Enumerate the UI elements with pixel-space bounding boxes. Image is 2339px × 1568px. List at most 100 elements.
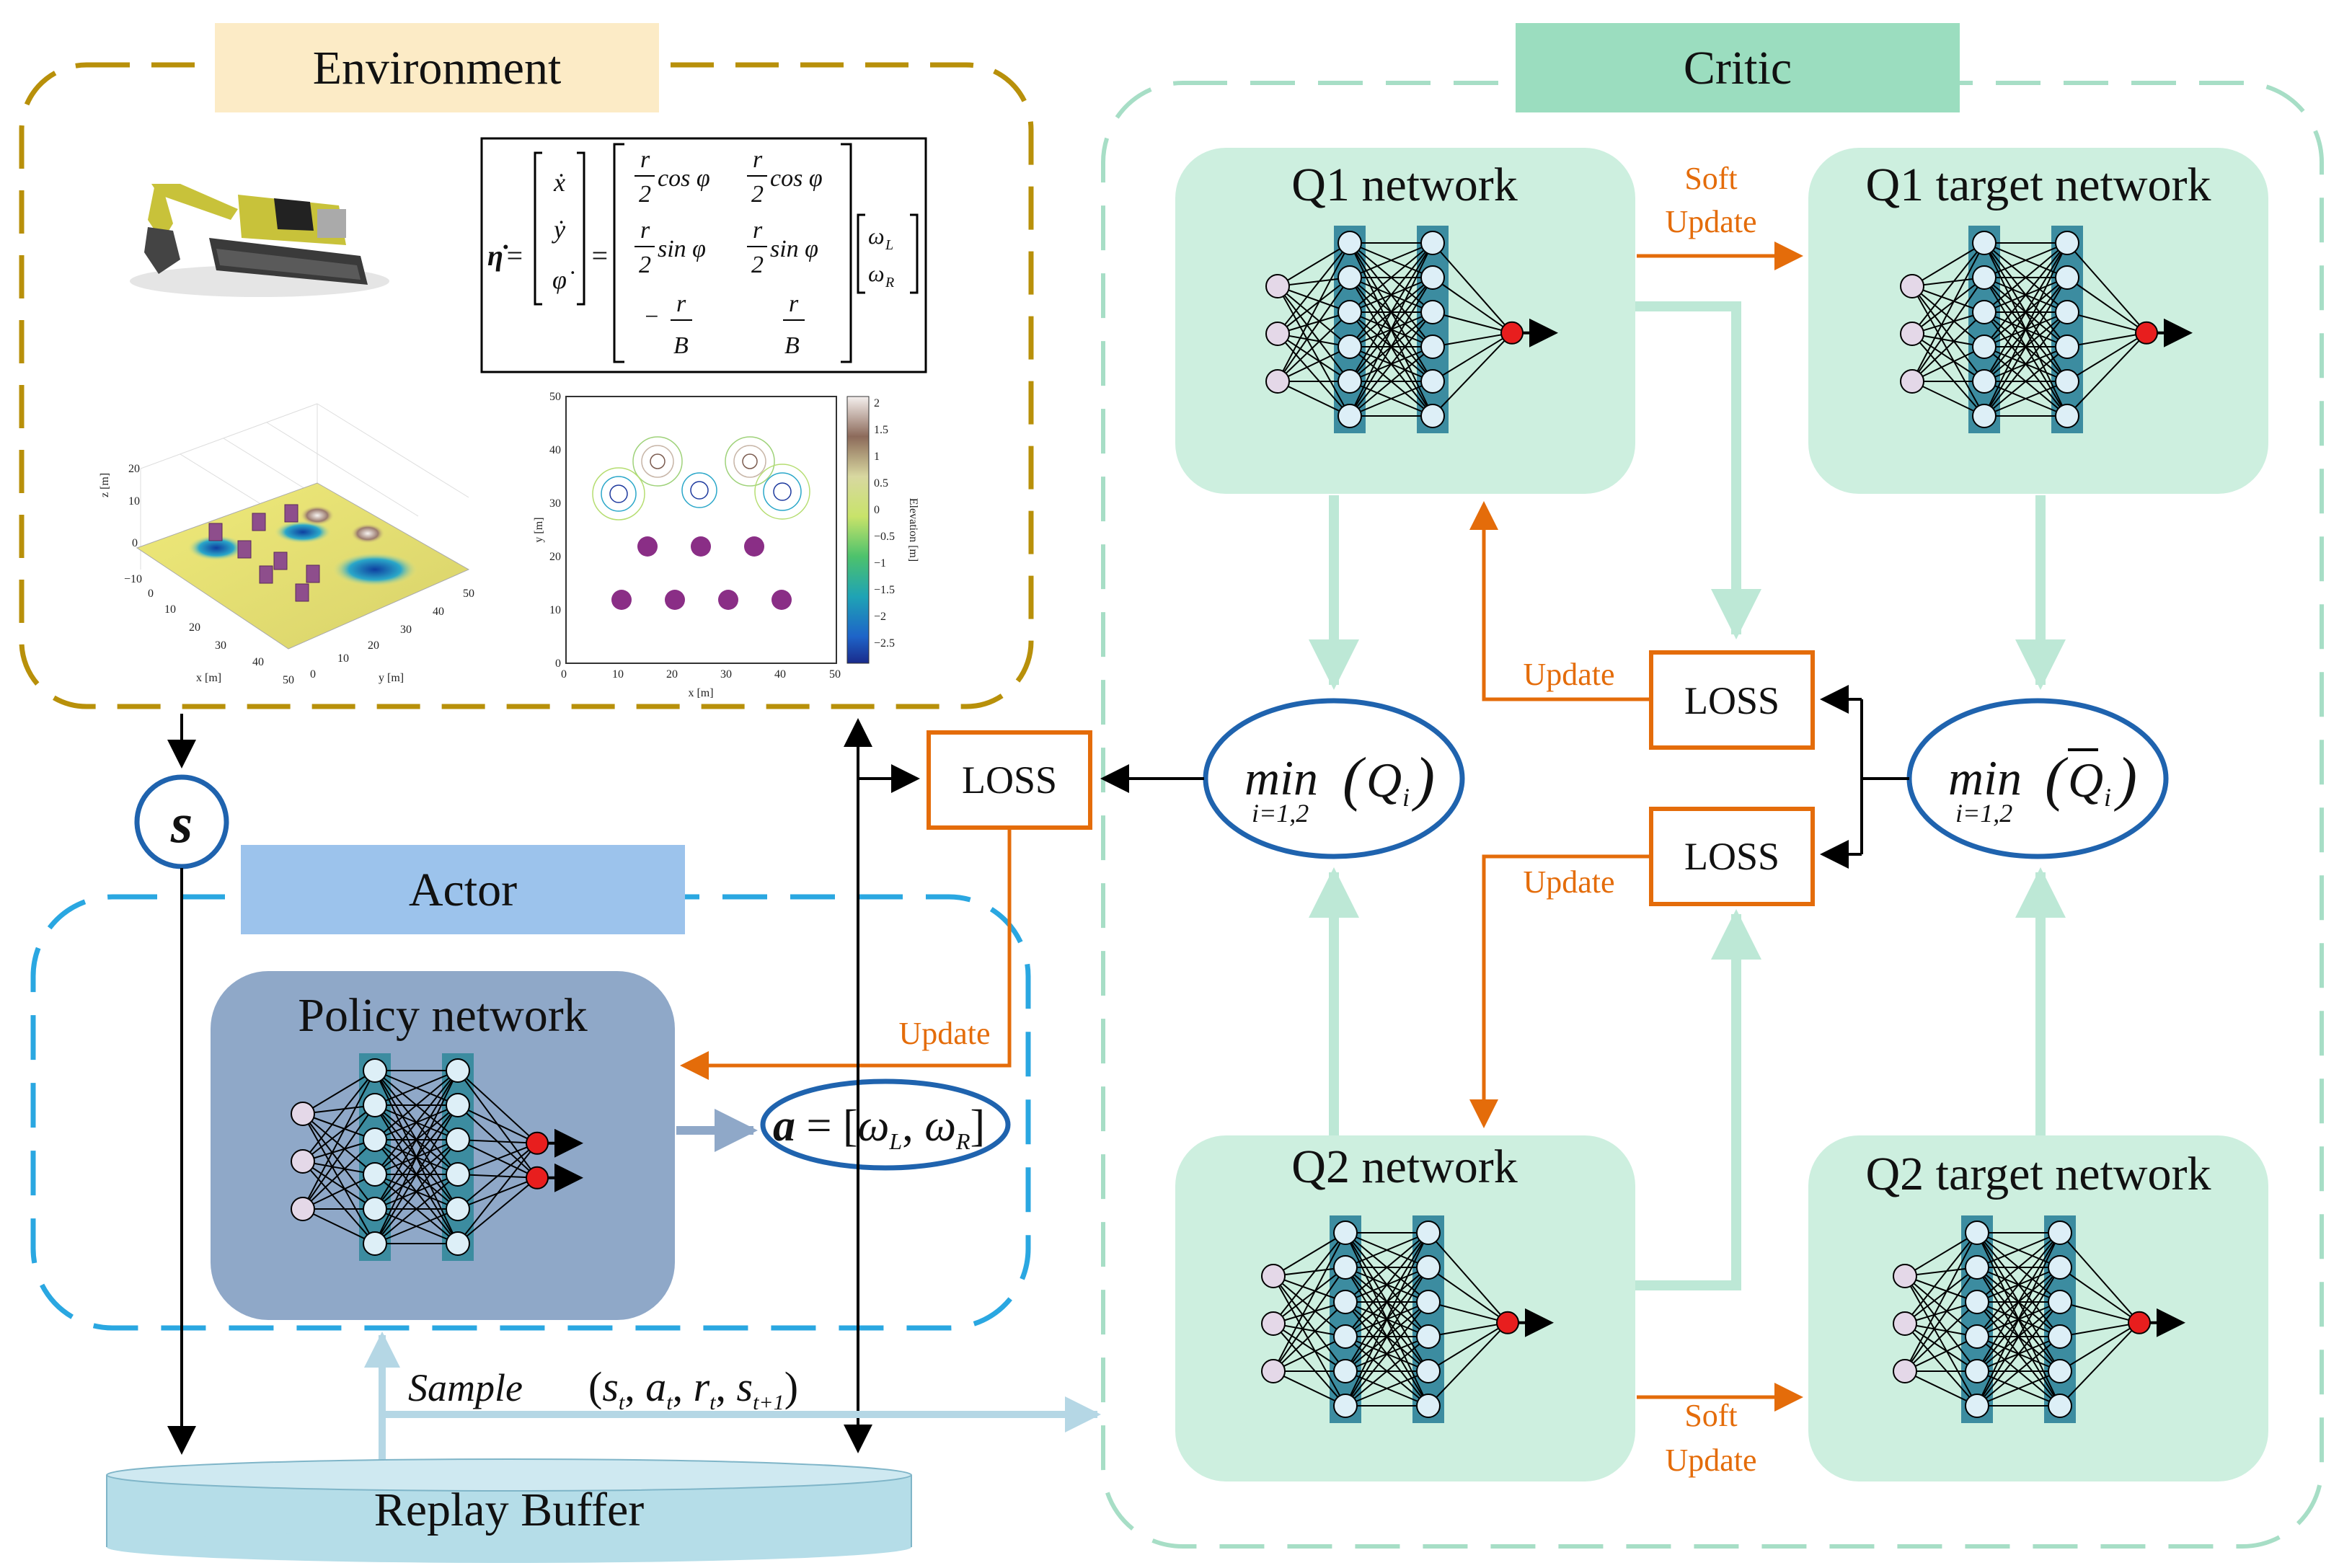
hidden-node bbox=[1972, 335, 1997, 359]
critic-loss-bottom-label: LOSS bbox=[1684, 835, 1779, 878]
svg-text:40: 40 bbox=[774, 668, 786, 681]
svg-text:−2.5: −2.5 bbox=[874, 637, 895, 650]
output-node bbox=[526, 1166, 549, 1190]
hidden-node bbox=[1965, 1290, 1989, 1314]
svg-text:−0.5: −0.5 bbox=[874, 531, 895, 543]
svg-text:): ) bbox=[2114, 745, 2137, 812]
actor-loss-label: LOSS bbox=[962, 758, 1057, 802]
hidden-node bbox=[1972, 231, 1997, 255]
svg-text:cos φ: cos φ bbox=[770, 165, 823, 192]
output-node bbox=[2128, 1311, 2151, 1334]
svg-text:20: 20 bbox=[549, 551, 561, 563]
svg-text:r: r bbox=[640, 146, 650, 173]
critic-border bbox=[1101, 81, 2324, 1549]
hidden-node bbox=[2048, 1290, 2072, 1314]
svg-text:(: ( bbox=[1343, 745, 1366, 812]
hidden-node bbox=[1333, 1290, 1358, 1314]
hidden-node bbox=[1333, 1255, 1358, 1280]
svg-text:20: 20 bbox=[189, 621, 200, 634]
environment-border bbox=[19, 62, 1034, 709]
svg-text:−: − bbox=[643, 304, 660, 330]
svg-text:): ) bbox=[1412, 745, 1435, 812]
hidden-node bbox=[1337, 265, 1362, 290]
svg-text:ω: ω bbox=[868, 223, 885, 249]
q2-to-loss-arrow bbox=[1635, 909, 1761, 1290]
hidden-node bbox=[2055, 404, 2079, 428]
output-node bbox=[1496, 1311, 1519, 1334]
hidden-node bbox=[1972, 300, 1997, 324]
svg-text:50: 50 bbox=[549, 391, 561, 403]
hidden-node bbox=[363, 1162, 387, 1187]
svg-text:40: 40 bbox=[433, 606, 444, 618]
hidden-node bbox=[1416, 1324, 1441, 1349]
environment-title-box bbox=[215, 23, 659, 112]
input-node bbox=[1265, 274, 1290, 298]
q1-target-label: Q1 target network bbox=[1866, 159, 2211, 211]
q1-network-label: Q1 network bbox=[1291, 159, 1517, 211]
svg-text:0: 0 bbox=[874, 504, 880, 516]
svg-text:2: 2 bbox=[639, 181, 651, 208]
hidden-node bbox=[446, 1093, 470, 1117]
hidden-node bbox=[1420, 265, 1445, 290]
hidden-node bbox=[363, 1197, 387, 1221]
svg-text:20: 20 bbox=[666, 668, 678, 681]
svg-text:0: 0 bbox=[555, 657, 561, 670]
hidden-node bbox=[1333, 1359, 1358, 1383]
hidden-node bbox=[1420, 335, 1445, 359]
sample-label: Sample bbox=[408, 1366, 523, 1409]
svg-text:10: 10 bbox=[164, 603, 176, 616]
critic-loss-top-label: LOSS bbox=[1684, 679, 1779, 722]
svg-text:sin φ: sin φ bbox=[658, 236, 706, 262]
svg-text:2: 2 bbox=[639, 252, 651, 278]
action-label: a = [ωL, ωR] bbox=[773, 1102, 985, 1154]
svg-text:i: i bbox=[1402, 783, 1410, 812]
svg-text:0: 0 bbox=[310, 668, 316, 681]
hidden-node bbox=[1420, 231, 1445, 255]
svg-text:R: R bbox=[885, 275, 894, 291]
svg-text:0: 0 bbox=[561, 668, 567, 681]
q2-target-label: Q2 target network bbox=[1866, 1148, 2211, 1200]
svg-text:10: 10 bbox=[128, 495, 140, 508]
input-node bbox=[1265, 369, 1290, 394]
hidden-node bbox=[1416, 1359, 1441, 1383]
output-node bbox=[1500, 321, 1524, 345]
hidden-node bbox=[2055, 335, 2079, 359]
svg-text:30: 30 bbox=[400, 624, 412, 636]
svg-text:50: 50 bbox=[463, 588, 474, 600]
svg-text:ẋ: ẋ bbox=[553, 168, 565, 197]
input-node bbox=[1261, 1311, 1286, 1336]
svg-text:L: L bbox=[885, 237, 893, 253]
svg-text:i=1,2: i=1,2 bbox=[1955, 799, 2012, 828]
input-node bbox=[291, 1149, 315, 1174]
svg-text:Q: Q bbox=[2068, 753, 2103, 807]
svg-text:2: 2 bbox=[751, 181, 764, 208]
hidden-node bbox=[1337, 369, 1362, 394]
actor-title: Actor bbox=[409, 864, 517, 916]
svg-text:2: 2 bbox=[751, 252, 764, 278]
input-node bbox=[291, 1197, 315, 1221]
input-node bbox=[1900, 369, 1924, 394]
update-label-bottom: Update bbox=[1665, 1443, 1756, 1478]
actor-update-label: Update bbox=[898, 1016, 990, 1051]
input-node bbox=[1893, 1311, 1917, 1336]
svg-text:=: = bbox=[505, 239, 524, 272]
svg-text:r: r bbox=[676, 291, 686, 317]
hidden-node bbox=[363, 1231, 387, 1256]
hidden-node bbox=[1965, 1255, 1989, 1280]
svg-text:r: r bbox=[753, 146, 763, 173]
svg-text:=: = bbox=[590, 239, 609, 272]
actor-update-arrow bbox=[680, 829, 1012, 1080]
state-circle bbox=[134, 774, 229, 869]
kinematics-equation: η̇ = ẋ ẏ φ̇ = r 2 cos φ r 2 cos φ r 2 si… bbox=[480, 137, 927, 373]
svg-text:40: 40 bbox=[252, 656, 264, 668]
critic-title: Critic bbox=[1684, 42, 1792, 94]
q2-network-label: Q2 network bbox=[1291, 1140, 1517, 1193]
update-arrow-q1 bbox=[1469, 501, 1651, 701]
svg-text:−10: −10 bbox=[124, 573, 142, 585]
replay-buffer-label: Replay Buffer bbox=[374, 1484, 645, 1536]
policy-network-label: Policy network bbox=[298, 989, 587, 1042]
hidden-node bbox=[1416, 1394, 1441, 1418]
input-node bbox=[1900, 322, 1924, 346]
hidden-node bbox=[1972, 265, 1997, 290]
